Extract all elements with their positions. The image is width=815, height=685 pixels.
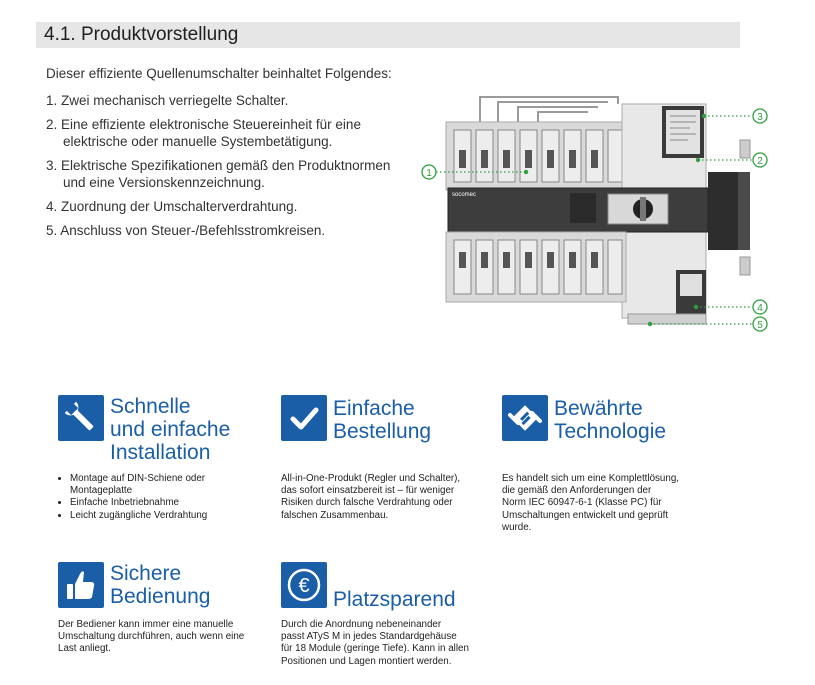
callout-1: 1 [426, 168, 432, 179]
card-text-bestellung: All-in-One-Produkt (Regler und Schalter)… [281, 473, 461, 521]
card-title-bedienung: Sichere Bedienung [110, 562, 211, 608]
card-text-platz: Durch die Anordnung nebeneinander passt … [281, 619, 469, 667]
feature-item: 1. Zwei mechanisch verriegelte Schalter. [46, 93, 289, 108]
card-title-installation: Schnelle und einfache Installation [110, 395, 231, 464]
card-title-technologie: Bewährte Technologie [554, 397, 667, 443]
list-item: Leicht zugängliche Verdrahtung [70, 510, 258, 522]
card-text-technologie: Es handelt sich um eine Komplettlösung, … [502, 473, 679, 533]
device-illustration: socomec [421, 96, 768, 332]
intro-text: Dieser effiziente Quellenumschalter bein… [46, 66, 392, 81]
feature-item: 4. Zuordnung der Umschalterverdrahtung. [46, 199, 298, 214]
euro-glyph: € [298, 575, 309, 597]
section-title: 4.1. Produktvorstellung [44, 24, 239, 45]
section-title-bar: 4.1. Produktvorstellung [36, 22, 740, 48]
handshake-icon [502, 395, 548, 441]
card-title-platz: Platzsparend [333, 588, 456, 611]
feature-item: 3. Elektrische Spezifikationen gemäß den… [46, 158, 391, 190]
callout-3: 3 [757, 112, 763, 123]
callout-2: 2 [757, 156, 763, 167]
feature-list: 1. Zwei mechanisch verriegelte Schalter.… [46, 92, 406, 246]
thumbs-up-icon [58, 562, 104, 608]
list-item: Einfache Inbetriebnahme [70, 497, 258, 509]
callout-5: 5 [757, 320, 763, 331]
list-item: Montage auf DIN-Schiene oder Montageplat… [70, 473, 258, 497]
card-text-installation: Montage auf DIN-Schiene oder Montageplat… [58, 473, 258, 522]
callout-4: 4 [757, 303, 763, 314]
card-text-bedienung: Der Bediener kann immer eine manuelle Um… [58, 619, 245, 655]
feature-item: 5. Anschluss von Steuer-/Befehlsstromkre… [46, 223, 326, 238]
wrench-icon [58, 395, 104, 441]
checkmark-icon [281, 395, 327, 441]
feature-item: 2. Eine effiziente elektronische Steuere… [46, 117, 361, 149]
device-brand: socomec [452, 192, 476, 198]
card-title-bestellung: Einfache Bestellung [333, 397, 432, 443]
euro-icon: € [281, 562, 327, 608]
